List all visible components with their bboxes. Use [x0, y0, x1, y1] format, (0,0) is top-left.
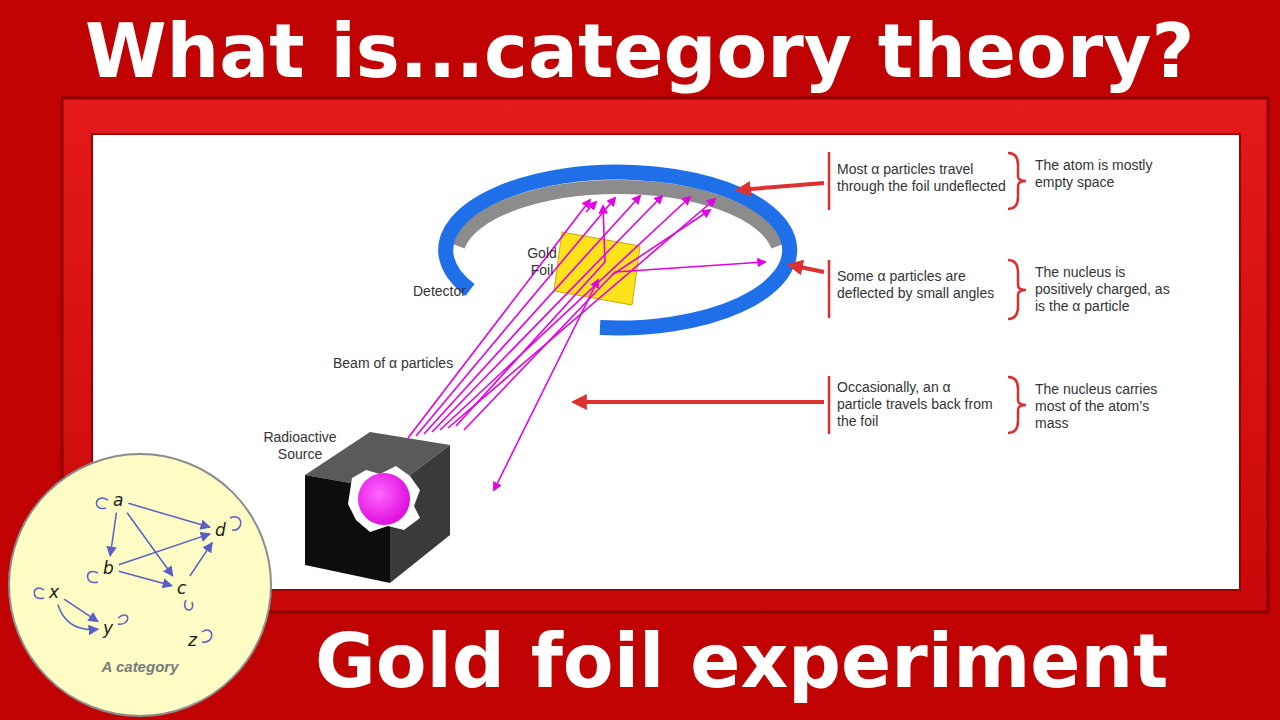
page-title: What is...category theory? [85, 14, 1195, 88]
source-opening [348, 466, 420, 532]
page-caption: Gold foil experiment [315, 624, 1169, 698]
diagram-label: Detector [413, 283, 466, 300]
object-node: a [111, 491, 125, 510]
morphism-arrow [128, 503, 210, 527]
object-node: x [47, 583, 61, 602]
diagram-label: The nucleus carries most of the atom’s m… [1035, 381, 1177, 432]
object-node: y [101, 619, 115, 638]
diagram-label: Occasionally, an α particle travels back… [837, 379, 995, 430]
morphism-arrow [127, 513, 173, 576]
object-name: b [103, 558, 114, 578]
object-node: c [175, 579, 188, 598]
object-node: d [213, 521, 228, 540]
diagram-label: Gold Foil [520, 245, 564, 279]
panel [92, 134, 1240, 590]
object-name: y [103, 618, 113, 638]
morphism-arrow [119, 571, 172, 586]
diagram-label: Radioactive Source [250, 429, 350, 463]
object-name: c [177, 578, 186, 598]
category-badge [9, 454, 271, 716]
morphism-arrow [58, 605, 98, 630]
identity-loops [34, 498, 241, 642]
callout-arrows [574, 183, 824, 402]
brackets [829, 152, 1026, 434]
object-node: b [101, 559, 116, 578]
nucleus-sphere [358, 473, 410, 525]
diagram-label: The nucleus is positively charged, as is… [1035, 264, 1183, 315]
diagram-label: The atom is mostly empty space [1035, 157, 1177, 191]
object-name: d [215, 520, 226, 540]
morphism-arrow [110, 513, 116, 556]
detector-ring [446, 172, 790, 328]
diagram-label: Beam of α particles [333, 355, 453, 372]
object-name: x [49, 582, 59, 602]
object-name: z [188, 630, 197, 650]
back-scatter [494, 280, 598, 490]
diagram-label: Some α particles are deflected by small … [837, 268, 995, 302]
object-name: a [113, 490, 123, 510]
morphism-arrow [64, 599, 98, 622]
morphism-arrow [190, 543, 212, 576]
badge-label: A category [72, 658, 208, 676]
morphism-arrow [119, 534, 210, 565]
diagram-label: Most α particles travel through the foil… [837, 161, 1015, 195]
object-node: z [186, 631, 199, 650]
